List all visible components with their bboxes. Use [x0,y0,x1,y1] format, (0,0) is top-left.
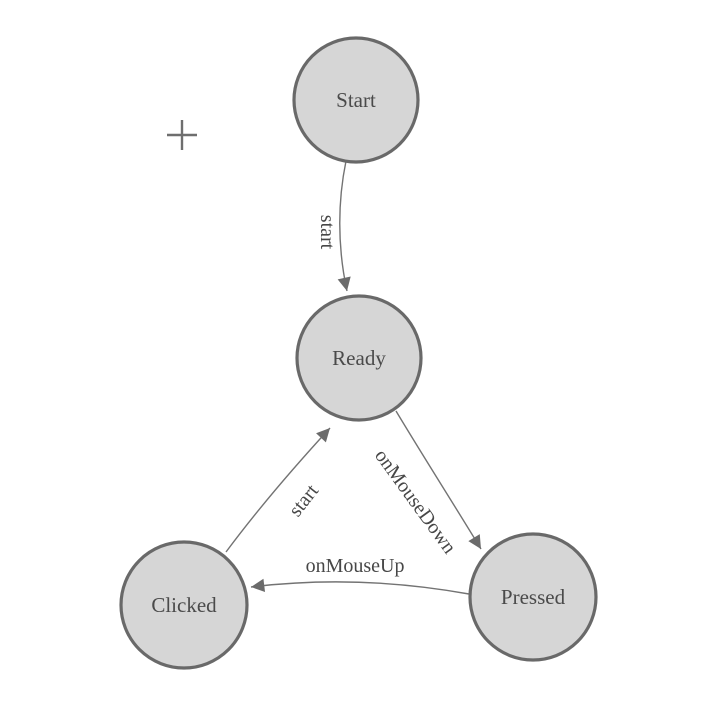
edge-path-pressed-to-clicked[interactable] [250,578,470,595]
state-node-ready[interactable]: Ready [295,294,423,422]
state-label-start: Start [336,88,376,112]
edge-clicked-to-ready[interactable]: start [225,427,331,553]
state-label-pressed: Pressed [501,585,566,609]
state-circle-clicked[interactable] [119,540,249,670]
edge-pressed-to-clicked[interactable]: onMouseUp [250,555,470,595]
state-label-clicked: Clicked [151,593,217,617]
edge-label-ready-to-pressed: onMouseDown [370,445,460,558]
state-node-pressed[interactable]: Pressed [468,532,598,662]
state-label-ready: Ready [332,346,386,370]
state-circle-start[interactable] [292,36,420,164]
edge-ready-to-pressed[interactable]: onMouseDown [370,410,482,558]
state-circle-ready[interactable] [295,294,423,422]
edge-path-start-to-ready[interactable] [337,160,351,292]
state-circle-pressed[interactable] [468,532,598,662]
edge-path-clicked-to-ready[interactable] [225,427,331,553]
edge-label-start-to-ready: start [316,215,338,250]
edge-label-pressed-to-clicked: onMouseUp [306,555,405,577]
state-node-start[interactable]: Start [292,36,420,164]
edge-label-clicked-to-ready: start [285,480,324,521]
state-node-clicked[interactable]: Clicked [119,540,249,670]
edge-path-ready-to-pressed[interactable] [395,410,482,550]
edge-start-to-ready[interactable]: start [316,160,351,292]
plus-icon[interactable] [167,120,197,150]
